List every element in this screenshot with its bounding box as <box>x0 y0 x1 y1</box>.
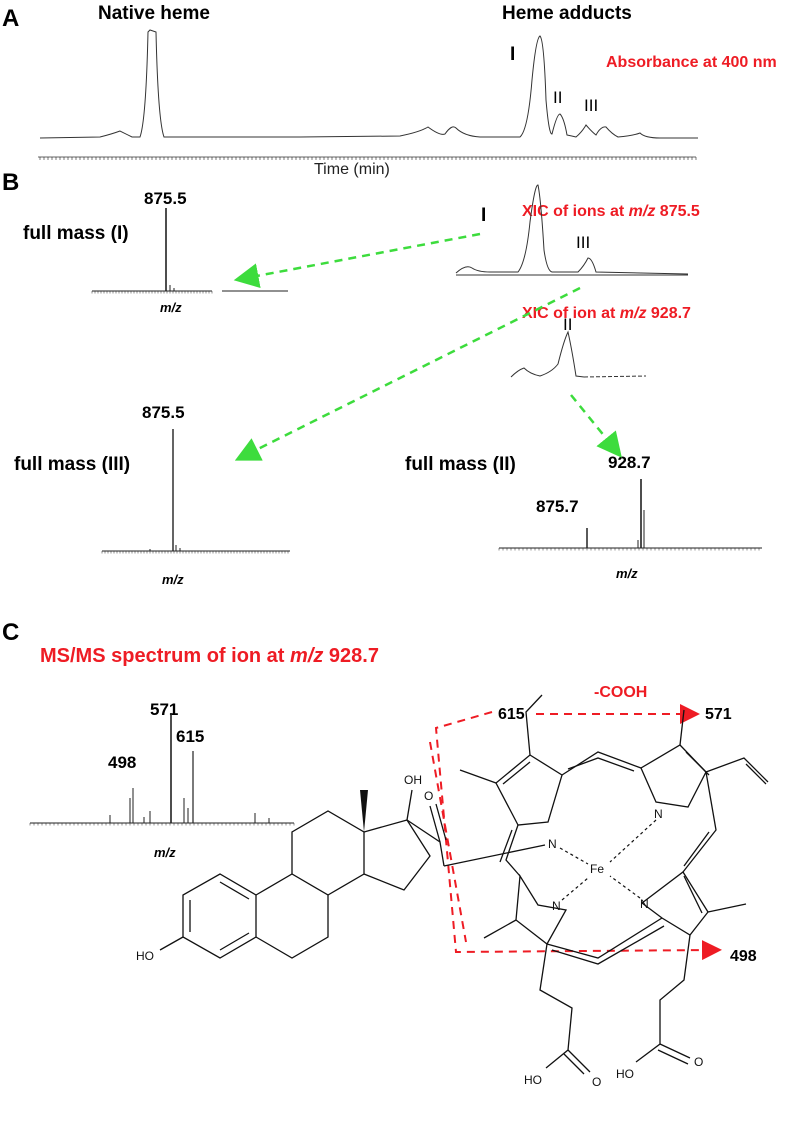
atom-n-4: N <box>640 897 649 911</box>
xic-875-trace <box>455 184 689 275</box>
acid1-o: O <box>592 1075 601 1089</box>
msms-title-value: 928.7 <box>323 645 379 667</box>
xic-928-prefix: XIC of ion at <box>522 305 620 322</box>
panel-b: B XIC of ions at m/z 875.5 I III XIC of … <box>2 169 762 587</box>
msms-peak-498: 498 <box>108 753 136 772</box>
loss-cooh-label: -COOH <box>594 684 647 701</box>
frag-498-label: 498 <box>730 948 757 965</box>
atom-n-2: N <box>654 807 663 821</box>
xic-875-peak-I: I <box>481 205 486 226</box>
msms-peak-571: 571 <box>150 700 178 719</box>
time-axis-ticks <box>39 157 697 160</box>
acid1-ho: HO <box>524 1073 542 1087</box>
full-mass-I-spectrum <box>91 208 288 294</box>
arrow-xic-to-full-mass-I <box>233 232 481 288</box>
atom-n-3: N <box>552 899 561 913</box>
full-mass-I-axis: m/z <box>160 300 182 315</box>
xic-928-label: XIC of ion at m/z 928.7 <box>522 305 691 322</box>
msms-peak-615: 615 <box>176 727 204 746</box>
full-mass-II-value-minor: 875.7 <box>536 497 579 516</box>
time-axis-title: Time (min) <box>314 161 390 178</box>
xic-875-peak-III: III <box>576 233 590 252</box>
frag-615-label: 615 <box>498 706 525 723</box>
atom-ho-phenol: HO <box>136 949 154 963</box>
xic-928-value: 928.7 <box>646 305 691 322</box>
peak-III-label: III <box>584 96 598 115</box>
atom-oh-c17: OH <box>404 773 422 787</box>
arrow-xic-to-full-mass-II <box>570 394 622 458</box>
frag-571-label: 571 <box>705 706 732 723</box>
panel-c: C MS/MS spectrum of ion at m/z 928.7 571… <box>2 619 769 1089</box>
arrow-xic-to-full-mass-III <box>234 286 581 461</box>
xic-928-trace <box>510 330 585 378</box>
full-mass-I-label: full mass (I) <box>23 223 129 244</box>
panel-a: A Native heme Heme adducts I II III Abso… <box>2 3 777 178</box>
full-mass-III-spectrum <box>101 429 290 554</box>
xic-875-value: 875.5 <box>655 203 700 220</box>
panel-b-letter: B <box>2 169 19 196</box>
msms-title-mz: m/z <box>290 645 323 667</box>
acid2-o: O <box>694 1055 703 1069</box>
full-mass-II-axis: m/z <box>616 566 638 581</box>
absorbance-label: Absorbance at 400 nm <box>606 54 777 71</box>
xic-875-mz: m/z <box>629 203 656 220</box>
fragment-boundary-498 <box>434 711 722 961</box>
msms-axis: m/z <box>154 845 176 860</box>
full-mass-II-label: full mass (II) <box>405 454 516 475</box>
peak-I-label: I <box>510 44 515 65</box>
fragment-cleavage-line <box>429 741 467 943</box>
msms-title: MS/MS spectrum of ion at m/z 928.7 <box>40 645 379 667</box>
peak-II-label: II <box>553 88 562 107</box>
full-mass-III-label: full mass (III) <box>14 454 130 475</box>
full-mass-I-value: 875.5 <box>144 189 187 208</box>
absorbance-chromatogram <box>39 29 698 139</box>
panel-a-letter: A <box>2 5 19 32</box>
panel-c-letter: C <box>2 619 19 646</box>
msms-spectrum <box>29 713 295 826</box>
msms-title-prefix: MS/MS spectrum of ion at <box>40 645 290 667</box>
heme-adducts-label: Heme adducts <box>502 3 632 24</box>
adduct-structure: OH O HO <box>136 694 769 1089</box>
full-mass-II-spectrum <box>498 479 762 551</box>
atom-o-ketone: O <box>424 789 433 803</box>
full-mass-III-value: 875.5 <box>142 403 185 422</box>
acid2-ho: HO <box>616 1067 634 1081</box>
xic-928-peak-II: II <box>563 315 572 334</box>
atom-n-1: N <box>548 837 557 851</box>
native-heme-label: Native heme <box>98 3 210 24</box>
full-mass-II-value-main: 928.7 <box>608 453 651 472</box>
xic-875-prefix: XIC of ions at <box>522 203 629 220</box>
xic-875-label: XIC of ions at m/z 875.5 <box>522 203 700 220</box>
xic-928-mz: m/z <box>620 305 647 322</box>
atom-fe: Fe <box>590 862 604 876</box>
full-mass-III-axis: m/z <box>162 572 184 587</box>
